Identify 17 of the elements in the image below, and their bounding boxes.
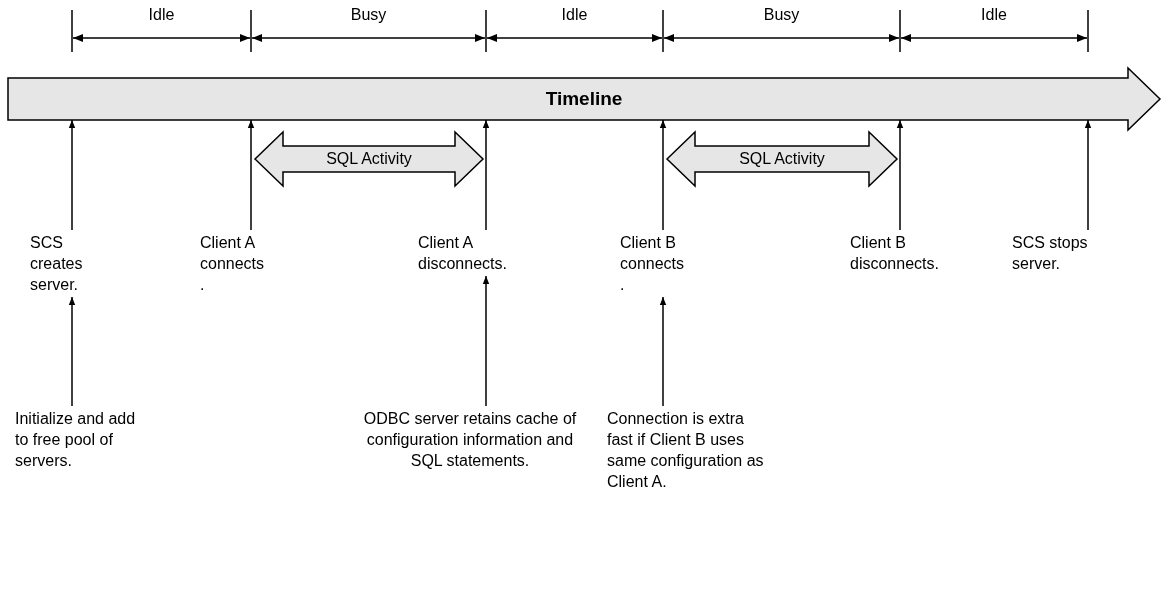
interval-label: Idle — [148, 6, 175, 24]
arrow — [482, 275, 490, 407]
timeline-label: Timeline — [545, 88, 623, 110]
interval-label: Idle — [981, 6, 1007, 24]
arrow — [247, 119, 255, 231]
arrow — [1084, 119, 1092, 231]
activity-label: SQL Activity — [326, 150, 412, 168]
arrow — [896, 119, 904, 231]
arrow — [68, 119, 76, 231]
arrow — [482, 119, 490, 231]
arrow — [68, 296, 76, 407]
interval-label: Busy — [763, 6, 800, 24]
arrow — [659, 296, 667, 407]
interval-label: Idle — [561, 6, 588, 24]
arrow — [659, 119, 667, 231]
interval-label: Busy — [350, 6, 387, 24]
activity-label: SQL Activity — [739, 150, 825, 168]
